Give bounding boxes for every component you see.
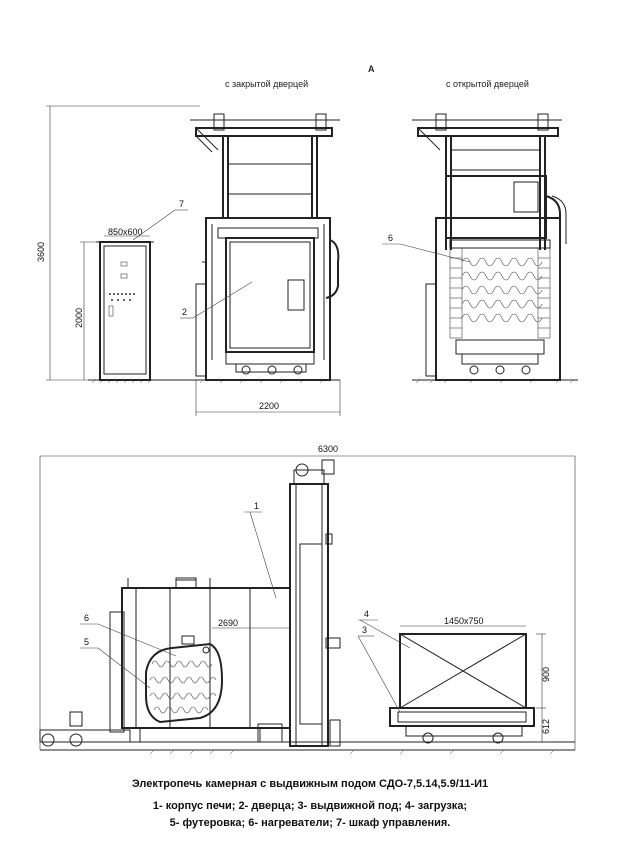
front-view-closed: 3600 2000 850x600 7	[36, 105, 341, 416]
caption-legend-line1: 1- корпус печи; 2- дверца; 3- выдвижной …	[152, 800, 468, 812]
dim-hearth-height: 612	[541, 719, 551, 734]
caption-title: Электропечь камерная с выдвижным подом С…	[131, 778, 489, 790]
dim-load-height: 900	[541, 667, 551, 682]
callout-7: 7	[179, 199, 184, 209]
dim-height-total: 3600	[36, 242, 46, 262]
dim-length-total: 6300	[318, 444, 338, 454]
callout-4: 4	[364, 609, 369, 619]
view-closed-label: с закрытой дверцей	[225, 79, 308, 89]
page-letter: А	[368, 64, 375, 74]
dim-width-front: 2200	[259, 401, 279, 411]
dim-hearth-size: 1450x750	[444, 616, 484, 626]
callout-1: 1	[254, 501, 259, 511]
dim-height-cabinet: 2000	[74, 308, 84, 328]
callout-6-top: 6	[388, 233, 393, 243]
dim-chamber-length: 2690	[218, 618, 238, 628]
dim-cabinet-size: 850x600	[108, 227, 143, 237]
callout-5: 5	[84, 637, 89, 647]
side-view: 6300 2690	[39, 444, 576, 755]
caption-legend-line2: 5- футеровка; 6- нагреватели; 7- шкаф уп…	[169, 817, 451, 829]
callout-2: 2	[182, 307, 187, 317]
callout-6-bottom: 6	[84, 613, 89, 623]
callout-3: 3	[362, 625, 367, 635]
view-open-label: с открытой дверцей	[446, 79, 529, 89]
front-view-open: 6	[382, 113, 578, 384]
